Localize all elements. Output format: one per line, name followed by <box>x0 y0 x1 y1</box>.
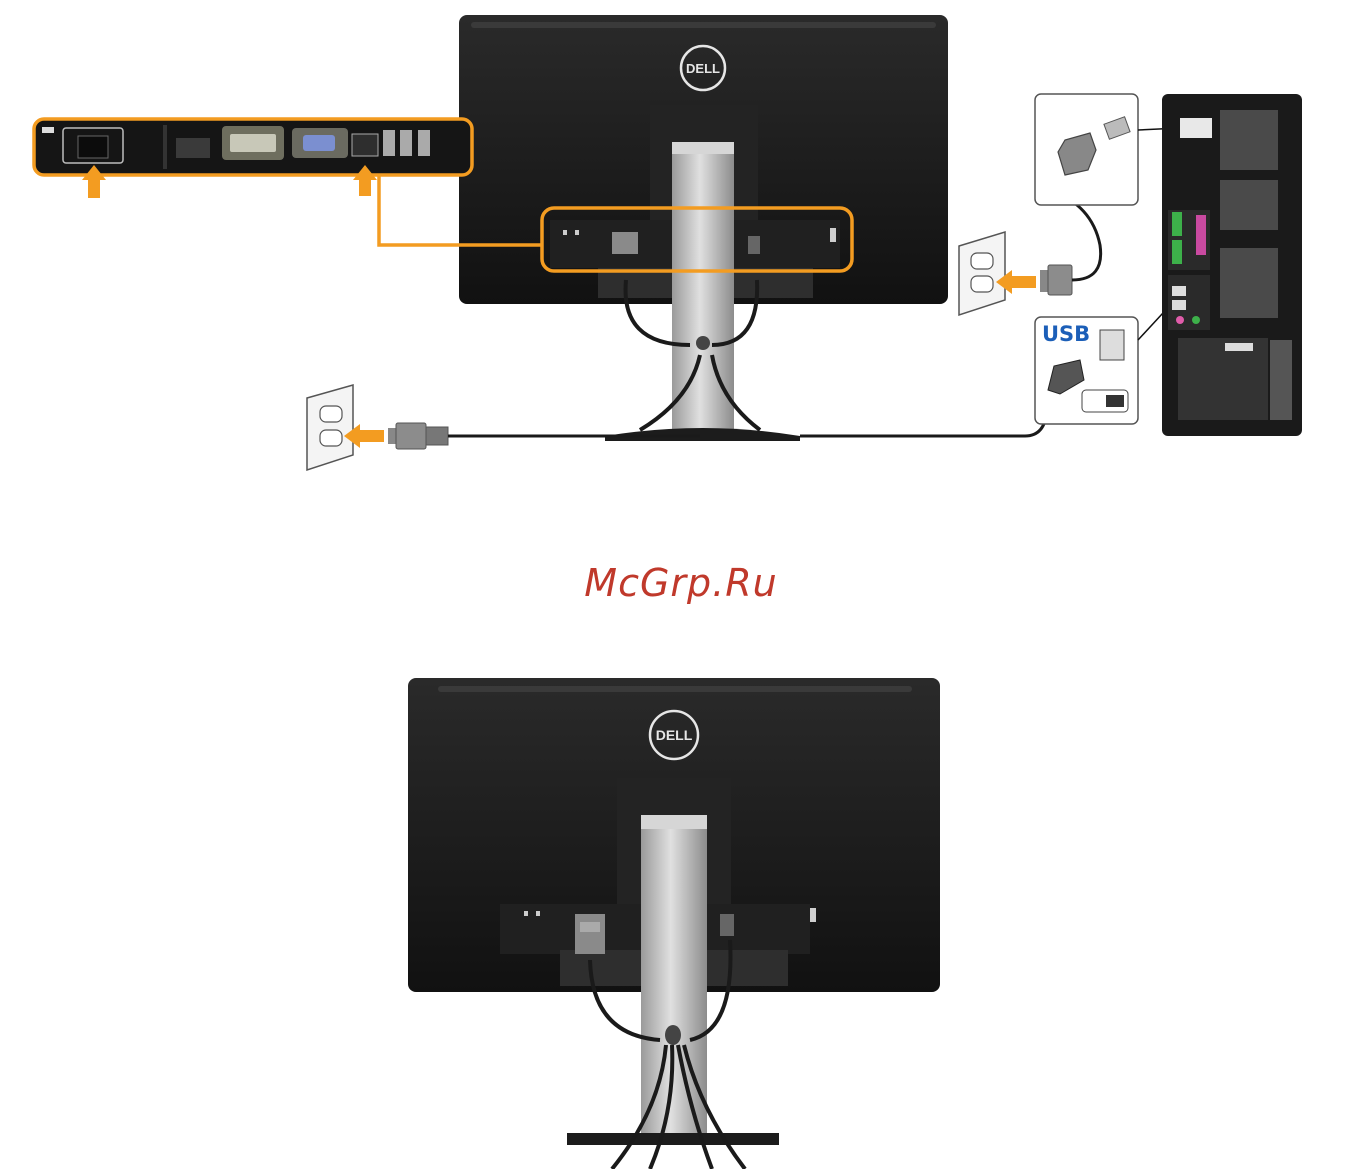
stand-base-bottom <box>567 1133 779 1145</box>
stand-cap <box>641 815 707 829</box>
pc-usb-zoom-box: USB <box>1035 300 1175 424</box>
lock-slot <box>830 228 836 242</box>
usb-label: USB <box>1042 322 1090 346</box>
dell-logo-text: DELL <box>686 61 720 76</box>
usb-downstream-port <box>400 130 412 156</box>
usb-connector-plugged <box>748 236 760 254</box>
desktop-computer <box>1162 94 1302 436</box>
power-connector-plugged <box>612 232 638 254</box>
power-connector-plugged <box>575 914 605 954</box>
usb-cable-to-pc <box>800 380 1050 436</box>
pc-power-zoom-box <box>1035 94 1180 205</box>
displayport-port <box>176 138 210 158</box>
port-mark <box>563 230 567 235</box>
port-mark <box>524 911 528 916</box>
power-plug-icon <box>1040 265 1072 295</box>
usb-downstream-port <box>383 130 395 156</box>
port-mark <box>575 230 579 235</box>
watermark-text: McGrp.Ru <box>584 561 777 605</box>
wall-outlet-left <box>307 385 353 470</box>
power-outlet-icon <box>959 232 1005 315</box>
usb-downstream-port <box>418 130 430 156</box>
lock-slot <box>810 908 816 922</box>
monitor-vent-top <box>471 22 936 28</box>
port-mark <box>536 911 540 916</box>
dell-logo-text: DELL <box>656 727 693 743</box>
lock-slot-callout <box>42 127 54 133</box>
pc-power-socket <box>1180 118 1212 138</box>
usb-port-icon <box>1100 330 1124 360</box>
monitor-vent-bottom <box>438 686 912 692</box>
wall-outlet-right <box>959 232 1005 315</box>
usb-upstream-port <box>352 134 378 156</box>
top-figure: DELL <box>34 15 1302 470</box>
stand-cap <box>672 142 734 154</box>
port-callout-panel <box>34 119 472 175</box>
power-outlet-icon <box>307 385 353 470</box>
cable-hole <box>696 336 710 350</box>
cable-hole <box>665 1025 681 1045</box>
power-plug-icon <box>388 423 448 449</box>
usb-connector-plugged <box>720 914 734 936</box>
bottom-figure: DELL <box>408 678 940 1169</box>
